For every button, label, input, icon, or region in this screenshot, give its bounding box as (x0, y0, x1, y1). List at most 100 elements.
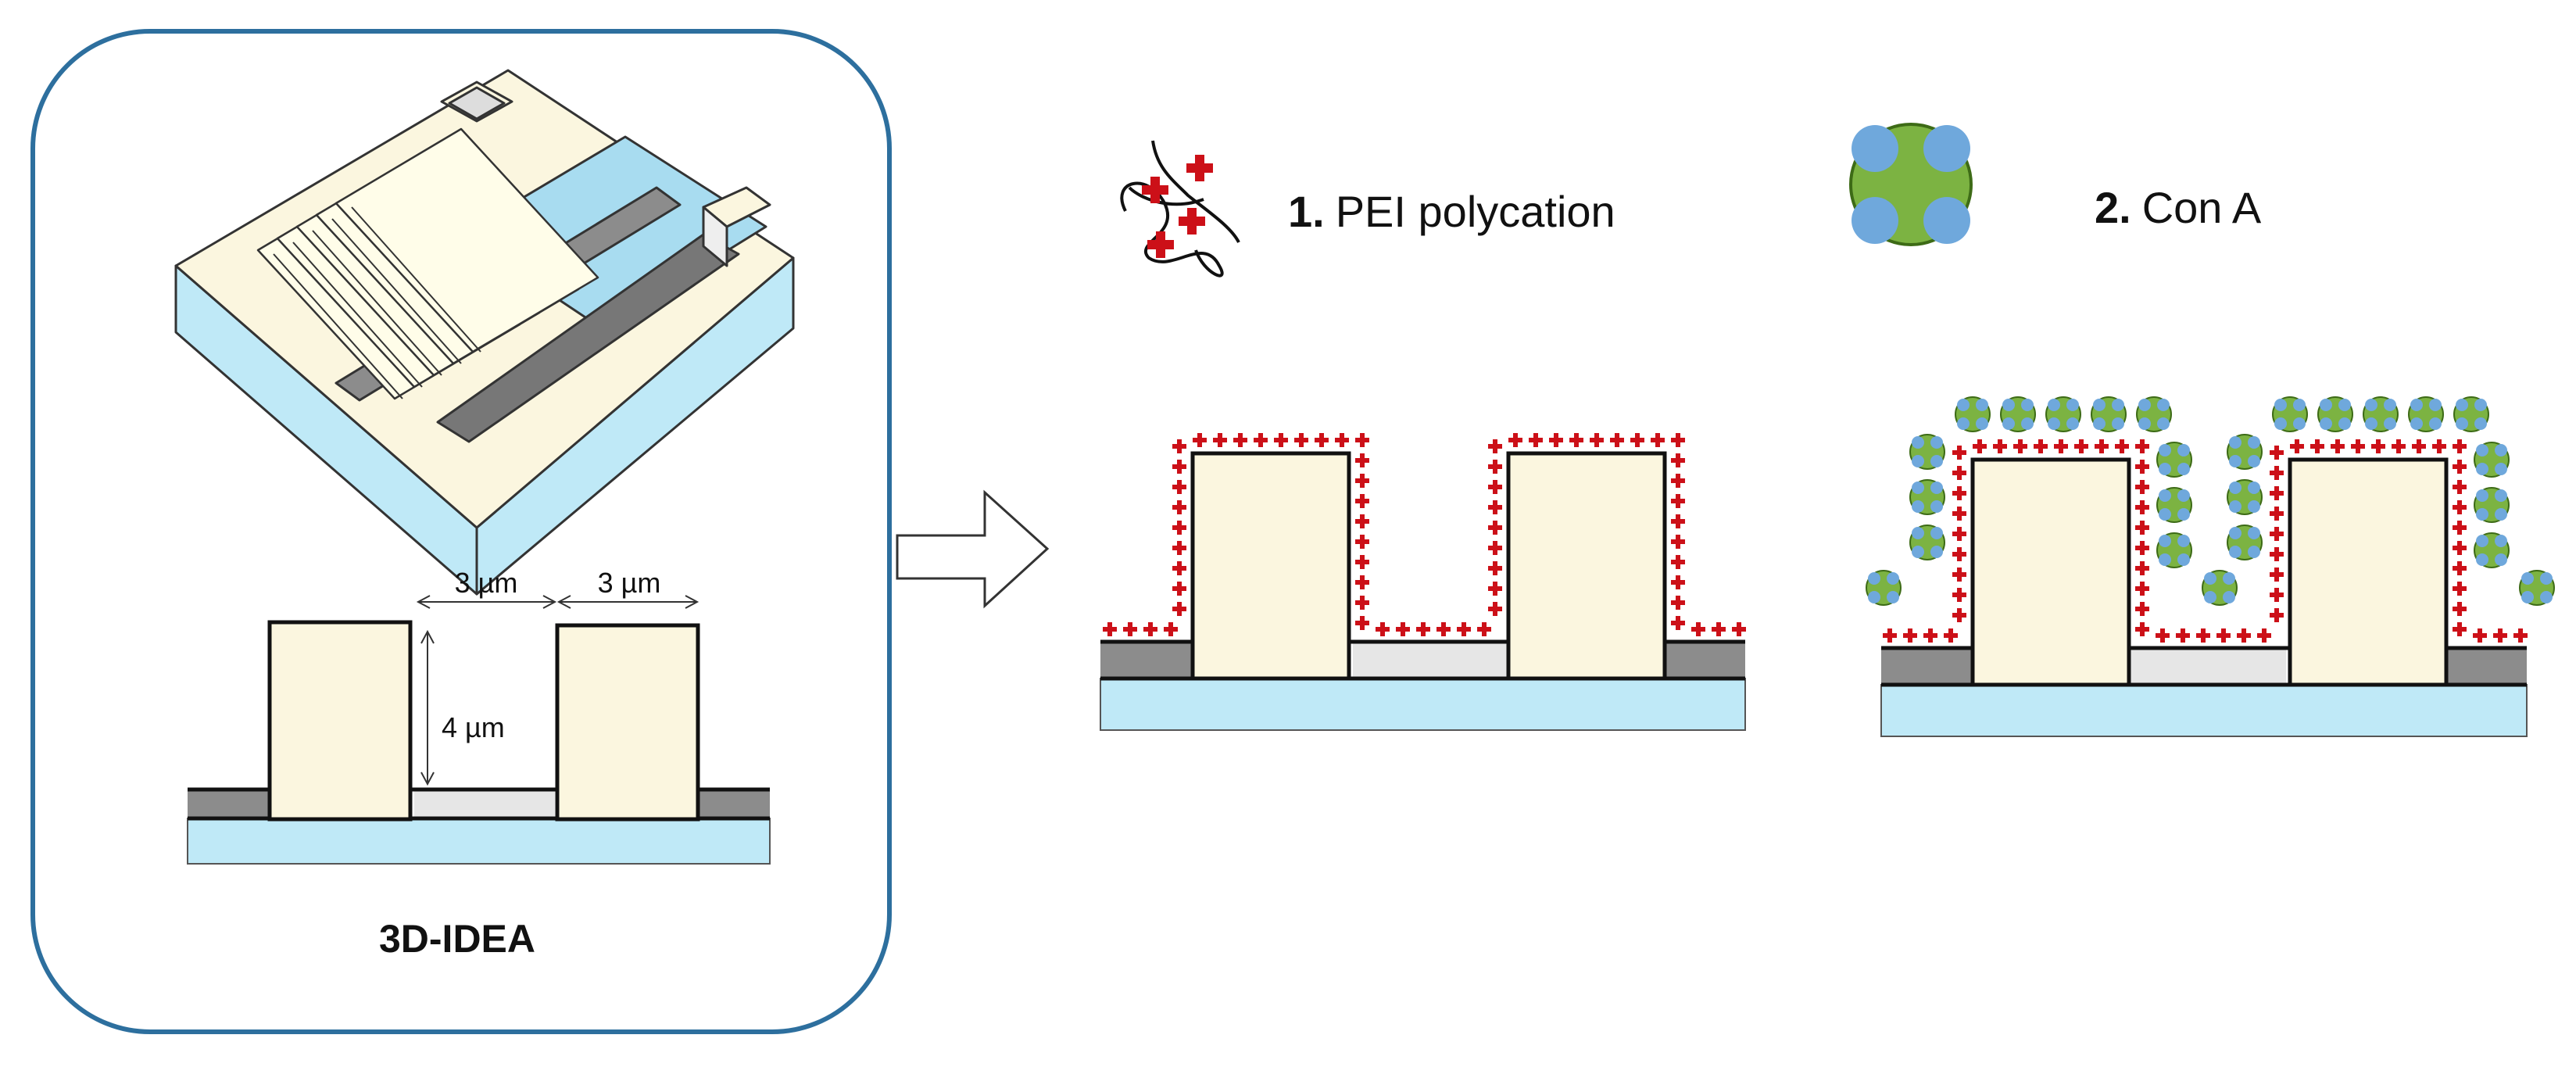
plus-charge (1355, 555, 1369, 569)
con-a-sphere (2156, 442, 2192, 478)
con-a-sphere (1955, 396, 1991, 432)
con-a-sphere (2202, 570, 2238, 606)
plus-charge (1488, 541, 1502, 555)
plus-charge (2453, 439, 2467, 453)
plus-charge (2135, 500, 2149, 514)
con-a-sphere (2519, 570, 2555, 606)
plus-charge (1416, 622, 1430, 636)
dimension-gap-width: 3 µm (455, 567, 518, 599)
dimension-electrode-width: 3 µm (598, 567, 661, 599)
plus-charge (1172, 460, 1186, 474)
plus-charge (1193, 433, 1207, 447)
plus-charge (2196, 628, 2210, 643)
plus-charge (1883, 628, 1897, 643)
device-title: 3D-IDEA (379, 917, 535, 961)
plus-charge (2176, 628, 2190, 643)
con-a-sphere (2408, 396, 2444, 432)
plus-charge (2216, 628, 2231, 643)
plus-charge (2453, 541, 2467, 555)
plus-charge (1172, 602, 1186, 616)
plus-charge (1123, 622, 1137, 636)
plus-charge (2270, 547, 2284, 561)
device-panel: 3 µm 3 µm 4 µm 3D-IDEA (30, 29, 892, 1034)
plus-charge (2270, 608, 2284, 622)
plus-charge (2270, 486, 2284, 500)
plus-charge (1355, 596, 1369, 610)
plus-charge (2453, 602, 2467, 616)
con-a-sphere (1909, 434, 1945, 470)
con-a-sphere (2227, 479, 2263, 515)
plus-charge (2054, 439, 2068, 453)
plus-charge (2270, 527, 2284, 541)
plus-charge (2310, 439, 2324, 453)
plus-charge (1143, 622, 1157, 636)
plus-charge (1671, 575, 1685, 589)
plus-charge (1315, 433, 1329, 447)
plus-charge (1164, 622, 1178, 636)
con-a-sphere (2091, 396, 2127, 432)
plus-charge (1952, 527, 1966, 541)
plus-charge (1355, 474, 1369, 488)
plus-charge (2493, 628, 2507, 643)
plus-charge (2156, 628, 2170, 643)
device-cross-section: 3 µm 3 µm 4 µm (187, 567, 771, 865)
plus-charge (1952, 568, 1966, 582)
con-a-sphere (1909, 479, 1945, 515)
plus-charge (1172, 582, 1186, 596)
con-a-sphere (2317, 396, 2353, 432)
plus-charge (2290, 439, 2304, 453)
plus-charge (1671, 474, 1685, 488)
plus-charge (2135, 541, 2149, 555)
plus-charge (1376, 622, 1390, 636)
plus-charge (2453, 561, 2467, 575)
plus-charge (1671, 535, 1685, 549)
cona-cross-section (1866, 396, 2555, 737)
plus-charge (2074, 439, 2088, 453)
plus-charge (2270, 446, 2284, 460)
plus-charge (1671, 596, 1685, 610)
plus-charge (1213, 433, 1227, 447)
plus-charge (1712, 622, 1726, 636)
plus-charge (1172, 480, 1186, 494)
plus-charge (2237, 628, 2251, 643)
plus-charge (1651, 433, 1665, 447)
plus-charge (1355, 494, 1369, 508)
electrode-left (267, 620, 413, 822)
plus-charge (1294, 433, 1308, 447)
plus-charge (2473, 628, 2487, 643)
plus-charge (1952, 466, 1966, 480)
step-2-number: 2. (2095, 183, 2131, 232)
plus-charge (1355, 575, 1369, 589)
plus-charge (1903, 628, 1917, 643)
plus-charge (2453, 582, 2467, 596)
plus-charge (1172, 521, 1186, 535)
plus-charge (1436, 622, 1451, 636)
plus-charge (1952, 547, 1966, 561)
right-arrow-icon (896, 489, 1050, 609)
plus-charge (1488, 521, 1502, 535)
plus-charge (2331, 439, 2345, 453)
plus-charge (2135, 439, 2149, 453)
plus-charge (1691, 622, 1705, 636)
plus-charge (2270, 588, 2284, 602)
plus-charge (2270, 568, 2284, 582)
plus-charge (1923, 628, 1937, 643)
con-a-sphere (2474, 442, 2510, 478)
con-a-sphere (2474, 532, 2510, 568)
con-a-protein-icon (1849, 123, 1973, 246)
step-1-label: 1.PEI polycation (1288, 187, 1615, 236)
plus-charge (1355, 453, 1369, 467)
plus-charge (1488, 480, 1502, 494)
plus-charge (1335, 433, 1349, 447)
plus-charge (1569, 433, 1583, 447)
plus-charge (1630, 433, 1644, 447)
plus-charge (1103, 622, 1117, 636)
panel-border (30, 29, 892, 1034)
con-a-sphere (1909, 525, 1945, 560)
plus-charge (2115, 439, 2129, 453)
con-a-sphere (2474, 487, 2510, 523)
plus-charge (2135, 460, 2149, 474)
plus-charge (1488, 460, 1502, 474)
plus-charge (2135, 602, 2149, 616)
